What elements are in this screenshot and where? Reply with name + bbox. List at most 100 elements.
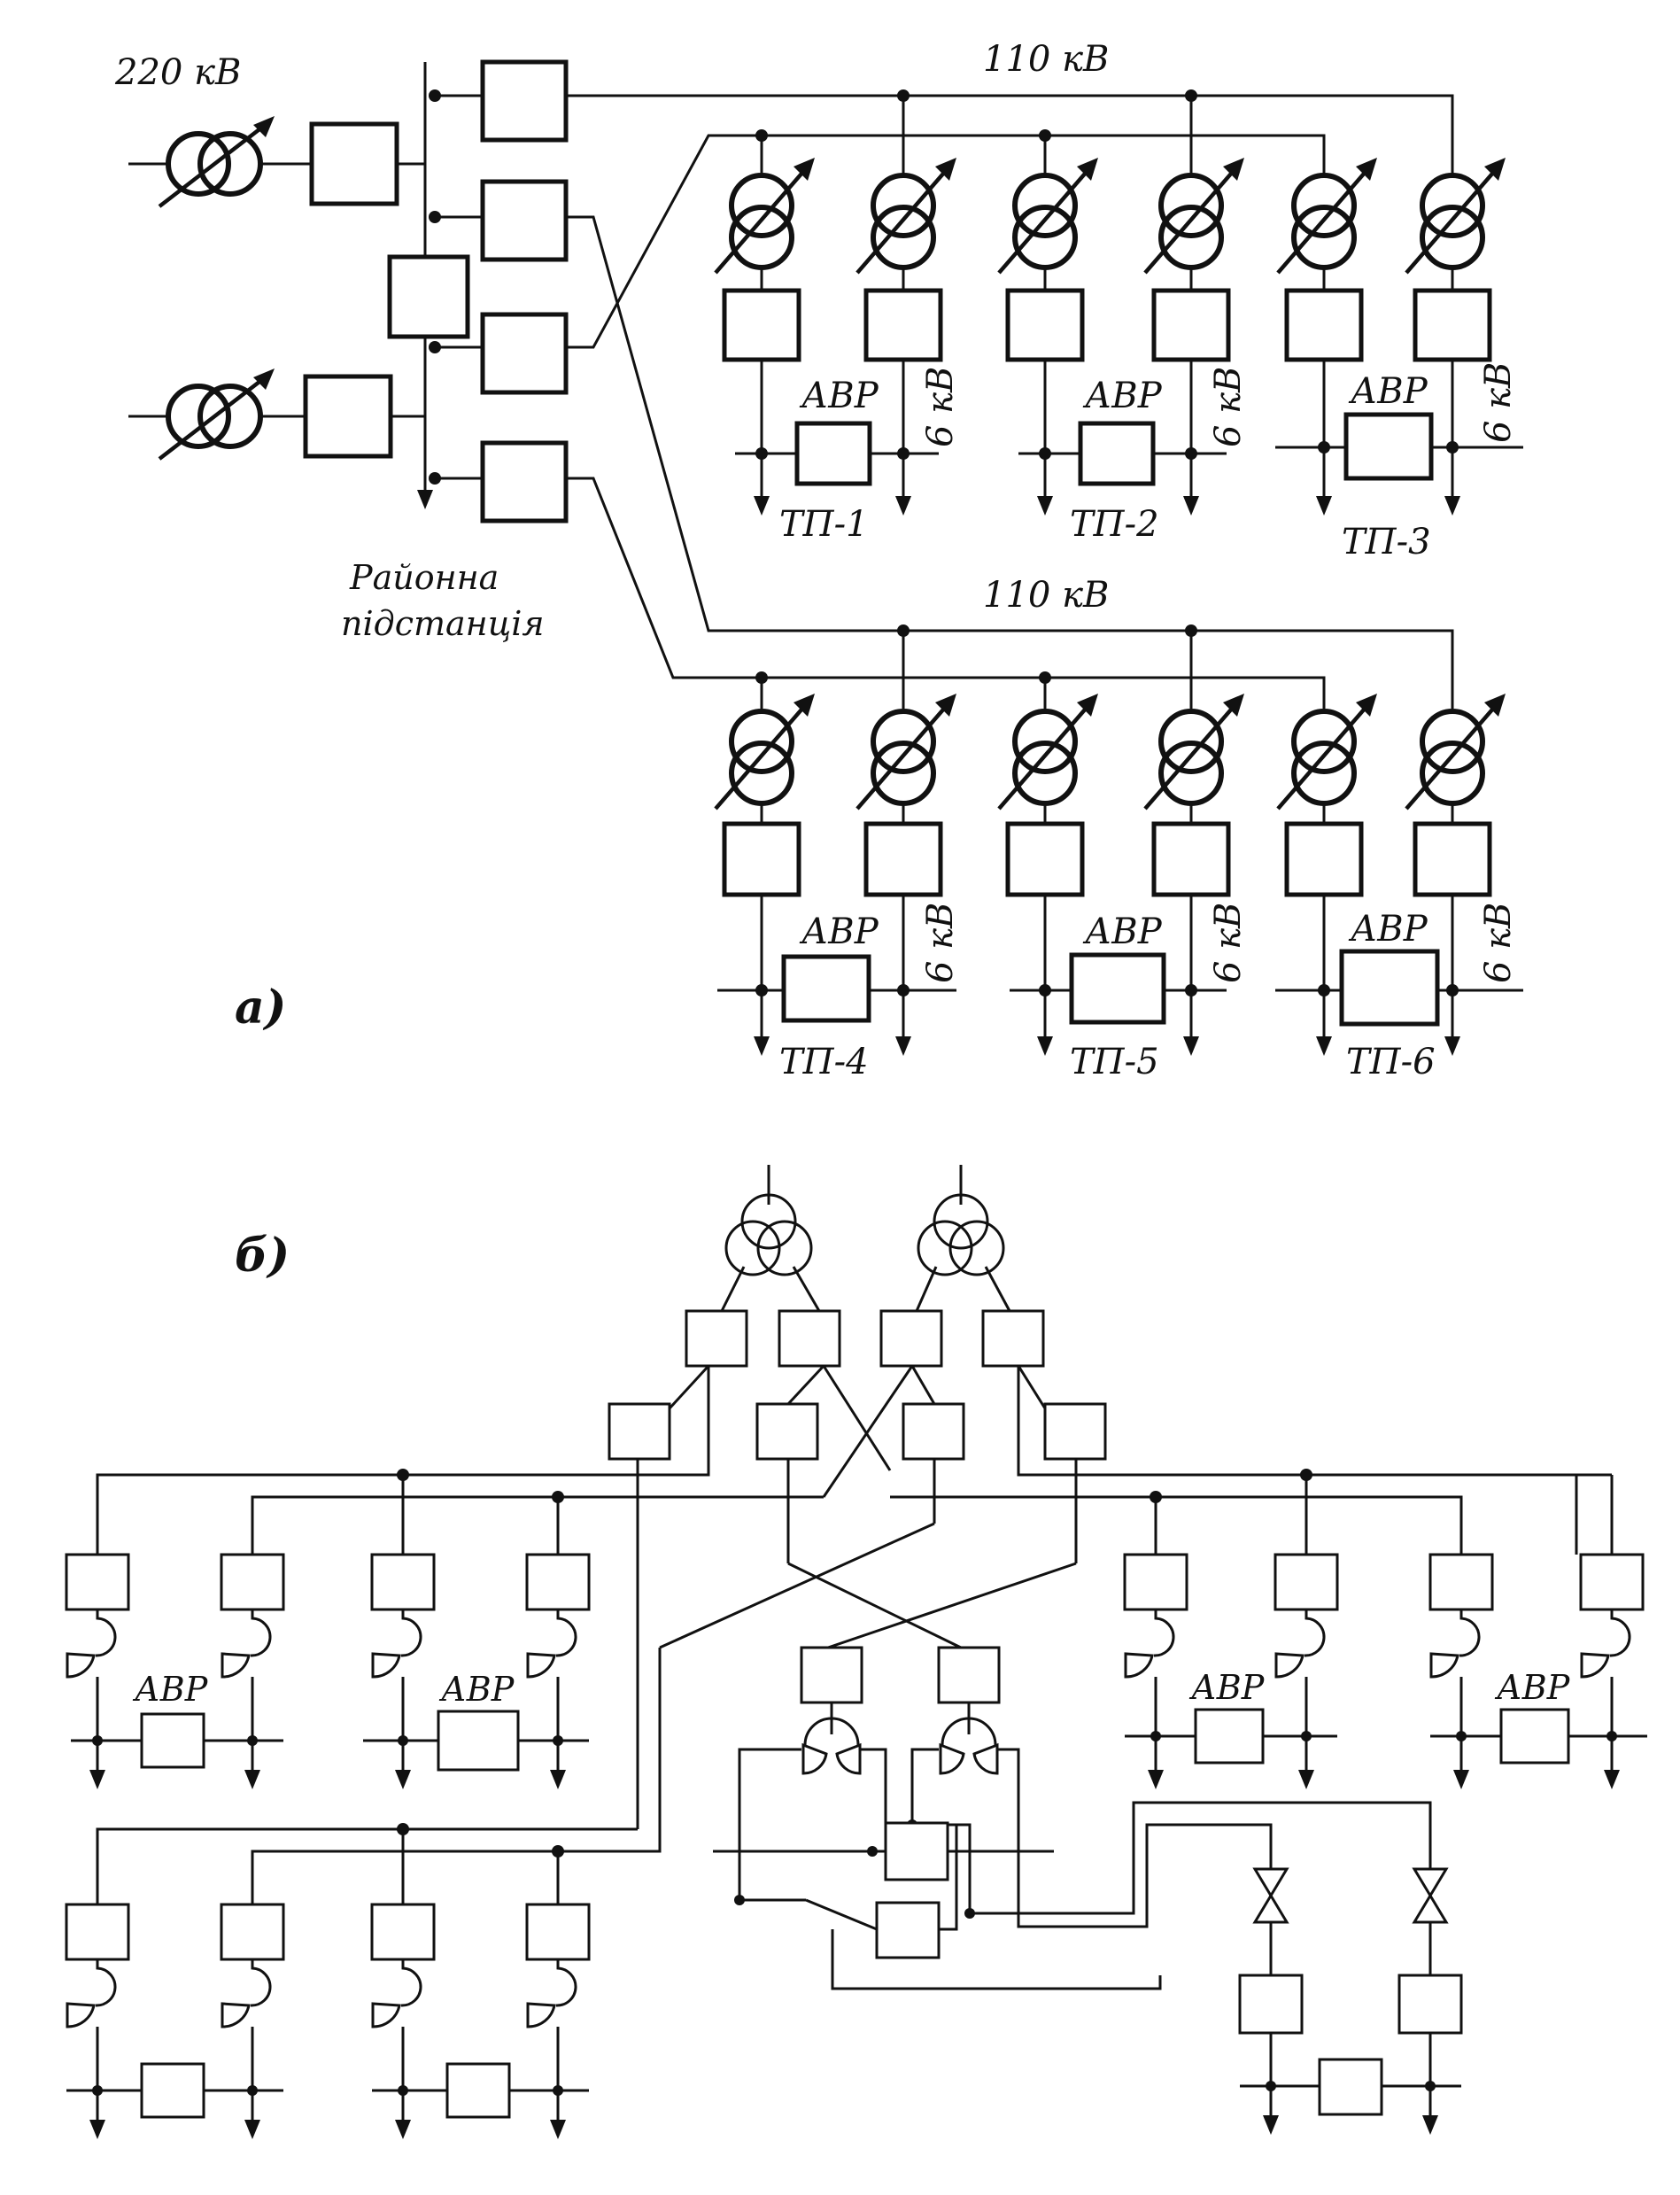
transformer-icon [999, 694, 1098, 809]
feeder-breaker-box [480, 179, 569, 262]
avr-box [1194, 1708, 1265, 1765]
breaker-box [981, 1309, 1045, 1368]
tp-label: ТП-6 [1346, 1042, 1436, 1082]
breaker-box [525, 1553, 591, 1611]
avr-box [1339, 949, 1440, 1027]
transformer-icon [716, 694, 815, 809]
transformer-icon [716, 158, 815, 273]
breaker-box [722, 821, 801, 897]
double-reactor-icon [939, 1717, 999, 1775]
bus-voltage-label-top: 110 кВ [983, 39, 1109, 80]
breaker-box [863, 821, 943, 897]
group-right-bottom [1238, 1842, 1463, 2135]
avr-box [1078, 421, 1156, 486]
reactor-icon [1124, 1608, 1175, 1679]
avr-box [1343, 412, 1434, 481]
sectional-breaker-box [1318, 2058, 1383, 2116]
breaker-box [1151, 821, 1231, 897]
three-winding-transformer-icon [917, 1193, 1005, 1276]
panel-label-a: а) [235, 981, 286, 1035]
sectional-breaker-box [140, 2062, 205, 2119]
feeder-breaker-box [480, 440, 569, 524]
line-110kv-top-b [566, 134, 1326, 349]
tp-label: ТП-4 [779, 1042, 869, 1082]
group-left-bottom [65, 1903, 591, 2139]
line-110kv-top-a [566, 94, 1454, 177]
breaker-box [1413, 288, 1492, 362]
transformer-icon [1278, 694, 1377, 809]
bus-coupler-box [387, 254, 470, 339]
avr-label: АВР [1082, 376, 1163, 416]
tp-3: АВР 6 кВ ТП-3 [1275, 360, 1523, 562]
voltage-6kv-label: 6 кВ [1478, 903, 1519, 983]
reactor-icon [1274, 1608, 1326, 1679]
switch-box [309, 121, 399, 206]
input-voltage-label: 220 кВ [114, 52, 241, 93]
group-left-top: АВР АВР [65, 1553, 591, 1789]
breaker-box [1428, 1553, 1494, 1611]
transformer-icon [1406, 158, 1506, 273]
breaker-box [1274, 1553, 1339, 1611]
reactor-icon [526, 1608, 577, 1679]
sectional-breaker-box [445, 2062, 511, 2119]
transformer-row-top [716, 158, 1506, 362]
breaker-box [370, 1553, 436, 1611]
reactor-icon [66, 1958, 117, 2028]
breaker-box [879, 1309, 943, 1368]
tp-1: АВР 6 кВ ТП-1 [735, 360, 961, 545]
diagram-a: 220 кВ Районна підстанція 110 кВ [114, 39, 1523, 1082]
avr-box [781, 954, 871, 1023]
avr-box [1069, 952, 1166, 1025]
bus-left-bottom-a [96, 1827, 638, 1904]
breaker-box [220, 1903, 285, 1961]
group-center [713, 1646, 1432, 1990]
transformer-icon [1278, 158, 1377, 273]
voltage-6kv-label: 6 кВ [1208, 367, 1249, 447]
transformer-icon [999, 158, 1098, 273]
breaker-box [1043, 1402, 1107, 1461]
transformer-icon [857, 158, 956, 273]
voltage-6kv-label: 6 кВ [920, 367, 961, 447]
transformer-icon [1145, 694, 1244, 809]
breaker-box [1123, 1553, 1188, 1611]
sectional-breaker-box [875, 1901, 941, 1959]
voltage-6kv-label: 6 кВ [1478, 362, 1519, 443]
tp-label: ТП-3 [1342, 522, 1431, 562]
reactor-icon [1580, 1608, 1631, 1679]
breaker-box [220, 1553, 285, 1611]
reactor-icon [1429, 1608, 1481, 1679]
transformer-row-bottom [716, 694, 1506, 897]
autotransformer-icon [159, 116, 275, 206]
arrow-icon [417, 490, 433, 509]
reactor-icon [221, 1608, 272, 1679]
reactor-icon [66, 1608, 117, 1679]
voltage-6kv-label: 6 кВ [920, 903, 961, 983]
breaker-box [1005, 821, 1085, 897]
avr-label: АВР [799, 376, 879, 416]
avr-label: АВР [1188, 1668, 1266, 1707]
tp-label: ТП-1 [779, 504, 869, 545]
breaker-box [1005, 288, 1085, 362]
bus-left-bottom-b [251, 1661, 662, 1904]
voltage-6kv-label: 6 кВ [1208, 903, 1249, 983]
tp-5: АВР 6 кВ ТП-5 [1010, 895, 1249, 1082]
double-reactor-icon [801, 1717, 862, 1775]
breaker-box [722, 288, 801, 362]
feeder-breaker-box [480, 312, 569, 395]
avr-label: АВР [1348, 371, 1428, 412]
autotransformer-icon [159, 368, 275, 459]
reactor-icon [221, 1958, 272, 2028]
panel-label-b: б) [235, 1229, 290, 1283]
line-110kv-bottom-a [566, 215, 1454, 709]
breaker-box [863, 288, 943, 362]
breaker-box [65, 1553, 130, 1611]
tp-6: АВР 6 кВ ТП-6 [1275, 895, 1523, 1082]
avr-label: АВР [1082, 911, 1163, 952]
breaker-box [1579, 1553, 1645, 1611]
substation-label-line2: підстанція [341, 604, 545, 643]
transformer-icon [1406, 694, 1506, 809]
tp-label: ТП-5 [1070, 1042, 1159, 1082]
bus-right-a [1017, 1366, 1578, 1555]
transformer-icon [1145, 158, 1244, 273]
